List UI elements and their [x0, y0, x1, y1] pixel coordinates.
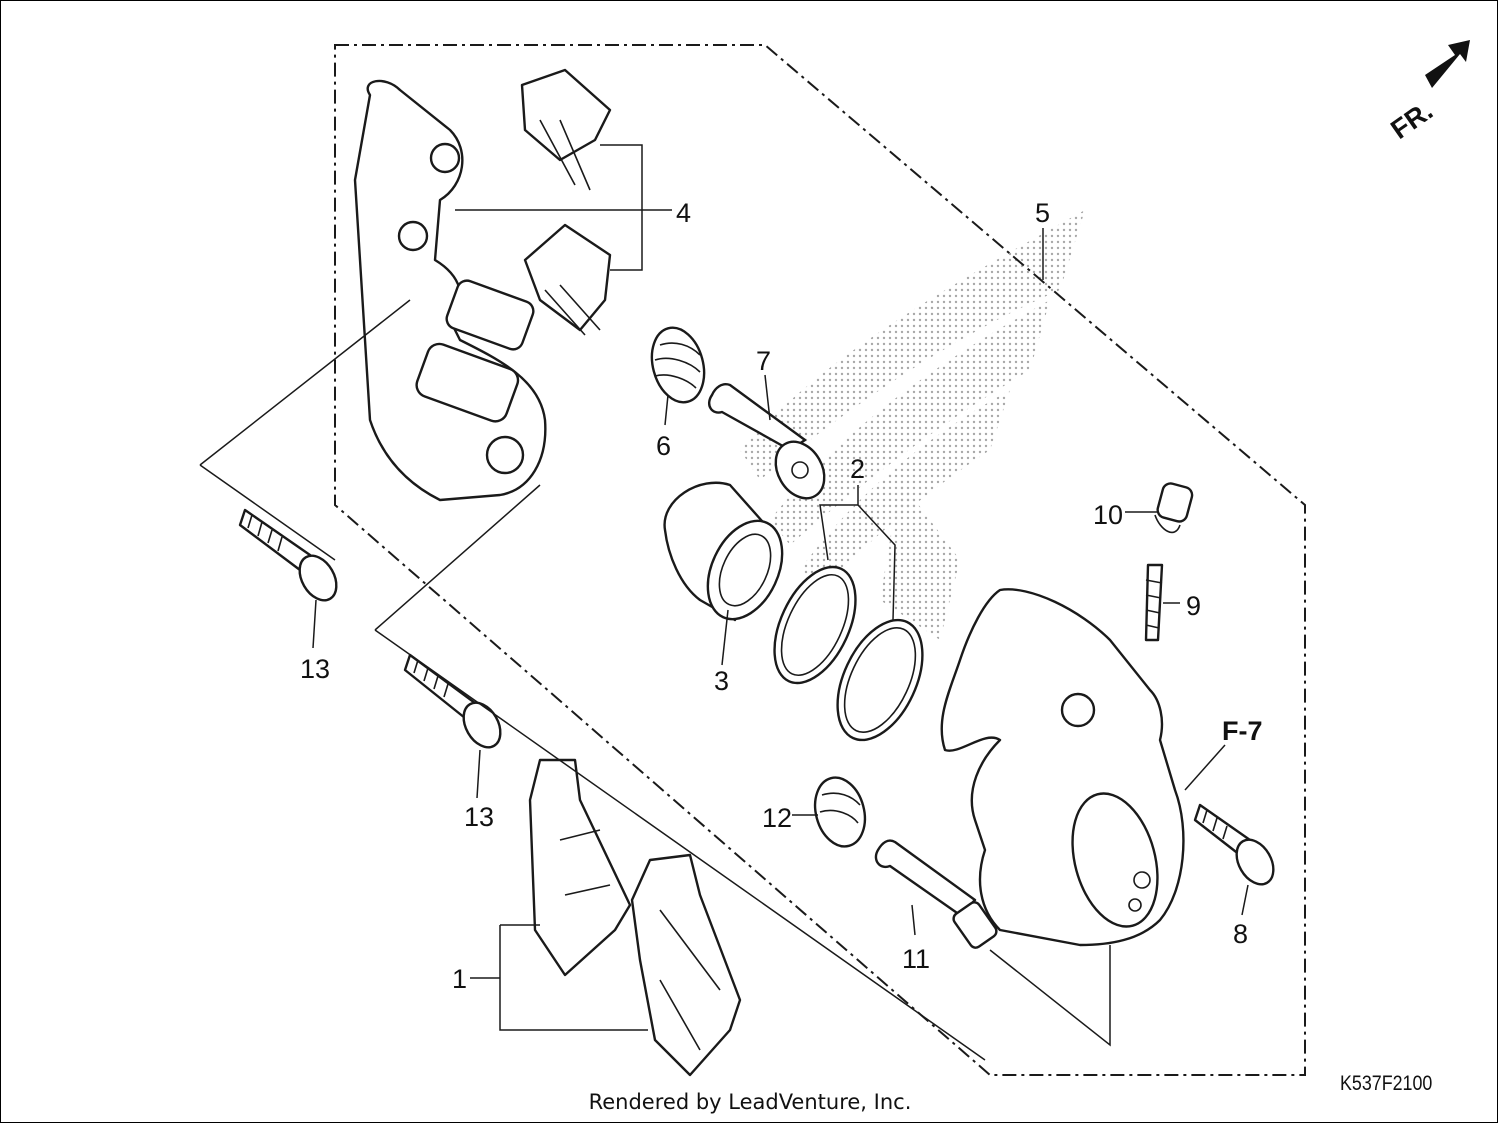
- leader-1: [470, 924, 648, 1031]
- leader-13-lower: [476, 749, 481, 799]
- leader-2: [819, 485, 896, 621]
- callout-7: 7: [756, 346, 771, 376]
- seal-ring-outer: [773, 565, 857, 685]
- bleeder-valve-9: [1144, 563, 1164, 642]
- callout-5: 5: [1035, 198, 1050, 228]
- callout-10: 10: [1093, 500, 1123, 530]
- boot-6: [650, 326, 706, 404]
- bleeder-cap-10: [1154, 482, 1194, 534]
- leader-11: [911, 904, 916, 936]
- callout-2: 2: [850, 454, 865, 484]
- callout-9: 9: [1186, 591, 1201, 621]
- leader-bracket-mount: [199, 299, 1111, 1061]
- leader-4: [455, 144, 672, 271]
- leader-8: [1241, 884, 1249, 916]
- caliper-bracket: [353, 79, 547, 502]
- callout-3: 3: [714, 666, 729, 696]
- callout-12: 12: [762, 803, 792, 833]
- assembly-outline: [334, 44, 1306, 1076]
- caliper-body: [940, 588, 1185, 947]
- callout-11: 11: [902, 944, 930, 974]
- pad-spring-upper: [520, 68, 612, 191]
- footer-credit: Rendered by LeadVenture, Inc.: [588, 1090, 912, 1114]
- bolt-13-upper: [238, 508, 338, 602]
- brake-pad-front: [528, 758, 632, 977]
- front-direction-arrow-icon: [1425, 40, 1470, 88]
- pin-11: [874, 839, 998, 949]
- callout-13-upper: 13: [300, 654, 330, 684]
- seal-ring-inner: [836, 618, 924, 742]
- wing-watermark: [740, 210, 1085, 640]
- leader-7: [764, 374, 771, 421]
- pad-spring-lower: [523, 223, 612, 336]
- reference-label-f7: F-7: [1222, 716, 1263, 746]
- callout-4: 4: [676, 198, 691, 228]
- callout-8: 8: [1233, 919, 1248, 949]
- front-direction-label: FR.: [1385, 95, 1438, 145]
- leader-f7: [1184, 744, 1226, 791]
- diagram-code: K537F2100: [1340, 1072, 1433, 1095]
- callout-13-lower: 13: [464, 802, 494, 832]
- leader-3: [721, 609, 729, 666]
- callout-1: 1: [452, 964, 467, 994]
- callout-6: 6: [656, 431, 671, 461]
- leader-6: [664, 394, 669, 426]
- bolt-8: [1193, 803, 1275, 886]
- piston-3: [663, 481, 784, 622]
- leader-13-upper: [312, 599, 317, 649]
- boot-12: [813, 776, 867, 848]
- brake-pad-rear: [630, 853, 742, 1077]
- pin-7: [708, 383, 826, 500]
- bolt-13-lower: [403, 653, 502, 749]
